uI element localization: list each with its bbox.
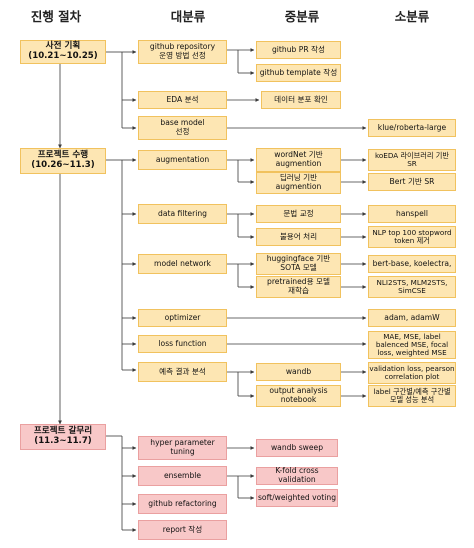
middle-stopword: 불용어 처리 [256,228,341,246]
middle-output-analysis: output analysis notebook [256,385,341,407]
middle-github-template: github template 작성 [256,64,341,82]
major-ensemble: ensemble [138,466,227,486]
minor-koeda: koEDA 라이브러리 기반 SR [368,149,456,171]
minor-klue-roberta: klue/roberta-large [368,119,456,137]
major-optimizer: optimizer [138,309,227,327]
middle-wordnet-aug: wordNet 기반 augmention [256,148,341,172]
middle-huggingface-sota: huggingface 기반 SOTA 모델 [256,253,341,275]
minor-hanspell: hanspell [368,205,456,223]
minor-loss-list: MAE, MSE, label balenced MSE, focal loss… [368,331,456,359]
middle-voting: soft/weighted voting [256,489,338,507]
middle-wandb-sweep: wandb sweep [256,439,338,457]
middle-wandb: wandb [256,363,341,381]
minor-stopword-removal: NLP top 100 stopword token 제거 [368,226,456,248]
stage-wrapup: 프로젝트 갈무리 (11.3~11.7) [20,424,106,450]
header-major: 대분류 [170,9,206,24]
major-model-network: model network [138,254,227,274]
major-base-model: base model 선정 [138,116,227,140]
major-data-filtering: data filtering [138,204,227,224]
stage-planning: 사전 기획 (10.21~10.25) [20,40,106,64]
header-procedure: 진행 절차 [30,9,82,24]
major-prediction-analysis: 예측 결과 분석 [138,362,227,382]
major-loss-function: loss function [138,335,227,353]
minor-label-performance: label 구간별/예측 구간별 모델 성능 분석 [368,385,456,407]
middle-pretrained-retrain: pretrained용 모델 재학습 [256,276,341,298]
major-hyperparameter-tuning: hyper parameter tuning [138,436,227,460]
major-github-repository: github repository 운영 방법 선정 [138,40,227,64]
header-minor: 소분류 [394,9,430,24]
middle-deeplearning-aug: 딥러닝 기반 augmention [256,172,341,194]
minor-bert-models: bert-base, koelectra, [368,255,456,273]
major-github-refactoring: github refactoring [138,494,227,514]
minor-adam: adam, adamW [368,309,456,327]
minor-bert-sr: Bert 기반 SR [368,173,456,191]
major-eda: EDA 분석 [138,91,227,109]
major-augmentation: augmentation [138,150,227,170]
major-report: report 작성 [138,520,227,540]
middle-github-pr: github PR 작성 [256,41,341,59]
middle-kfold: K-fold cross validation [256,466,338,485]
middle-grammar-correction: 문법 교정 [256,205,341,223]
middle-data-distribution: 데이터 분포 확인 [261,91,341,109]
stage-execution: 프로젝트 수행 (10.26~11.3) [20,148,106,174]
minor-validation-plot: validation loss, pearson correlation plo… [368,362,456,384]
header-middle: 중분류 [284,9,320,24]
minor-nli-mlm-simcse: NLI2STS, MLM2STS, SimCSE [368,276,456,298]
